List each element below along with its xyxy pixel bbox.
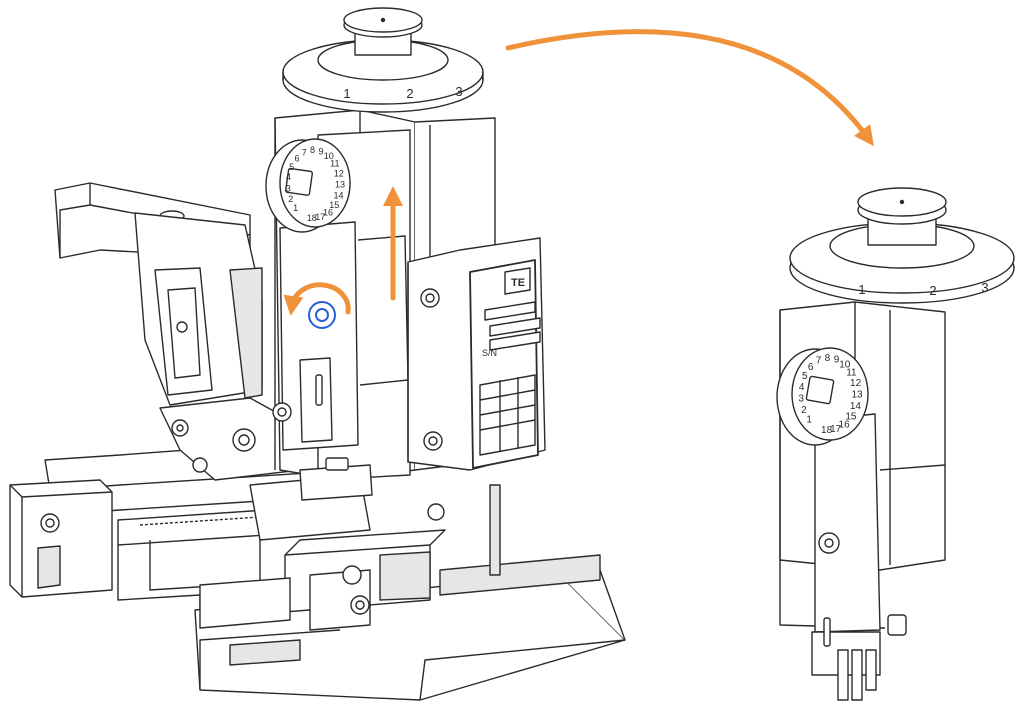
removed-applicator (776, 187, 1015, 701)
side-adjust-knob (265, 138, 351, 233)
knob-scale-number: 6 (294, 153, 299, 163)
knob-scale-number: 17 (830, 424, 842, 435)
knob-scale-number: 16 (323, 208, 333, 218)
knob-scale-number: 17 (315, 212, 325, 222)
knob-scale-number: 15 (845, 411, 857, 422)
knob-scale-number: 10 (324, 151, 334, 161)
main-dial-scale: 1 2 3 (343, 84, 462, 101)
knob-scale-number: 14 (333, 191, 343, 201)
knob-scale-number: 1 (293, 203, 298, 213)
dial-scale-number: 3 (455, 84, 462, 99)
knob-scale-number: 18 (307, 213, 317, 223)
annotation-arrows (283, 29, 874, 316)
left-end-block (9, 479, 113, 598)
knob-scale-number: 12 (850, 378, 862, 389)
knob-scale-number: 9 (318, 146, 323, 156)
knob-scale-number: 5 (289, 162, 294, 172)
knob-scale-number: 3 (286, 183, 291, 193)
front-slide-plate (272, 221, 409, 451)
crimping-press-assembly (9, 7, 626, 701)
removed-dial-scale: 1 2 3 (858, 280, 988, 298)
knob-scale-number: 3 (798, 394, 804, 405)
knob-scale-number: 15 (329, 200, 339, 210)
dial-scale-number: 1 (343, 86, 350, 101)
knob-scale-number: 6 (808, 362, 814, 373)
knob-scale-number: 12 (334, 169, 344, 179)
nameplate-logo: TE (511, 277, 525, 289)
knob-scale-number: 8 (825, 353, 831, 364)
knob-scale-number: 5 (802, 371, 808, 382)
knob-scale-number: 7 (302, 148, 307, 158)
knob-scale-number: 13 (335, 180, 345, 190)
knob-scale-number: 1 (806, 415, 812, 426)
dial-scale-number: 1 (858, 282, 865, 297)
knob-scale-number: 2 (288, 194, 293, 204)
knob-scale-number: 2 (801, 405, 807, 416)
knob-scale-number: 4 (799, 382, 805, 393)
knob-scale-number: 11 (846, 368, 857, 379)
adjustment-screw (308, 301, 336, 329)
knob-scale-number: 18 (821, 425, 833, 436)
serial-label: S/N (482, 348, 497, 358)
dial-scale-number: 2 (929, 283, 936, 298)
top-dial (282, 7, 484, 113)
knob-scale-number: 9 (834, 354, 840, 365)
knob-scale-number: 16 (839, 419, 851, 430)
crimp-tooling (299, 457, 501, 576)
knob-scale-number: 8 (310, 145, 315, 155)
knob-scale-number: 14 (850, 401, 862, 412)
dial-scale-number: 2 (406, 86, 413, 101)
knob-scale-number: 4 (286, 172, 291, 182)
knob-scale-number: 13 (851, 390, 863, 401)
nameplate (469, 259, 541, 469)
pivot-arm (134, 212, 263, 406)
knob-scale-number: 11 (330, 159, 339, 169)
curved-arrow-right-icon (505, 29, 874, 147)
dial-scale-number: 3 (981, 280, 988, 295)
knob-scale-number: 10 (839, 359, 851, 370)
counterclockwise-rotation-arrow-icon (283, 282, 351, 316)
knob-scale-number: 7 (816, 356, 822, 367)
